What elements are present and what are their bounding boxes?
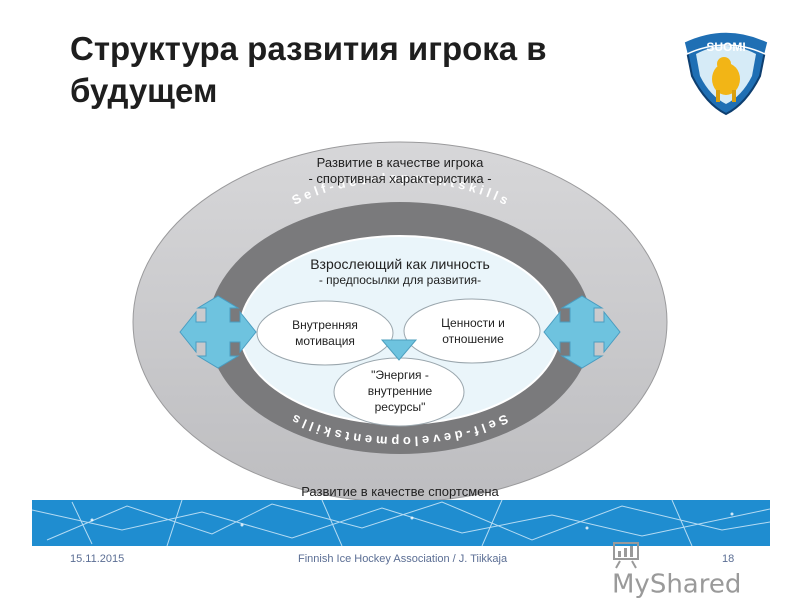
- energy-label: "Энергия - внутренние ресурсы": [345, 367, 455, 415]
- lion-shield-logo: SUOMI: [683, 31, 769, 116]
- slide-title: Структура развития игрока в будущем: [70, 28, 630, 112]
- energy-label-line3: ресурсы": [374, 400, 426, 414]
- presentation-board-icon: [613, 541, 639, 568]
- values-label: Ценности и отношение: [418, 315, 528, 347]
- values-label-line1: Ценности и: [441, 316, 505, 330]
- right-four-way-arrow: [543, 295, 621, 369]
- left-four-way-arrow: [179, 295, 257, 369]
- ice-texture-band: [32, 500, 770, 546]
- footer-date: 15.11.2015: [70, 553, 125, 565]
- motivation-label-line2: мотивация: [295, 334, 355, 348]
- slide-title-line1: Структура развития игрока в: [70, 30, 547, 67]
- values-label-line2: отношение: [442, 332, 504, 346]
- values-node: [403, 298, 541, 364]
- center-triangle: [380, 339, 418, 361]
- logo-text: SUOMI: [706, 40, 745, 54]
- watermark: MyShared: [612, 538, 772, 599]
- inner-label: Взрослеющий как личность - предпосылки д…: [285, 256, 515, 288]
- motivation-node: [256, 300, 394, 366]
- energy-label-line2: внутренние: [367, 384, 433, 398]
- outer-label-line2: - спортивная характеристика -: [308, 171, 492, 186]
- motivation-label-line1: Внутренняя: [292, 318, 358, 332]
- outer-label: Развитие в качестве игрока - спортивная …: [270, 155, 530, 187]
- slide-title-line2: будущем: [70, 72, 218, 109]
- inner-label-line2: - предпосылки для развития-: [318, 273, 482, 287]
- watermark-text: MyShared: [612, 569, 742, 599]
- outer-label-line1: Развитие в качестве игрока: [316, 155, 484, 170]
- footer-page-number: 18: [722, 553, 735, 565]
- inner-label-line1: Взрослеющий как личность: [310, 256, 490, 272]
- energy-label-line1: "Энергия -: [371, 368, 429, 382]
- motivation-label: Внутренняя мотивация: [270, 317, 380, 349]
- footer-source: Finnish Ice Hockey Association / J. Tiik…: [298, 553, 508, 565]
- bottom-label: Развитие в качестве спортсмена: [301, 484, 499, 499]
